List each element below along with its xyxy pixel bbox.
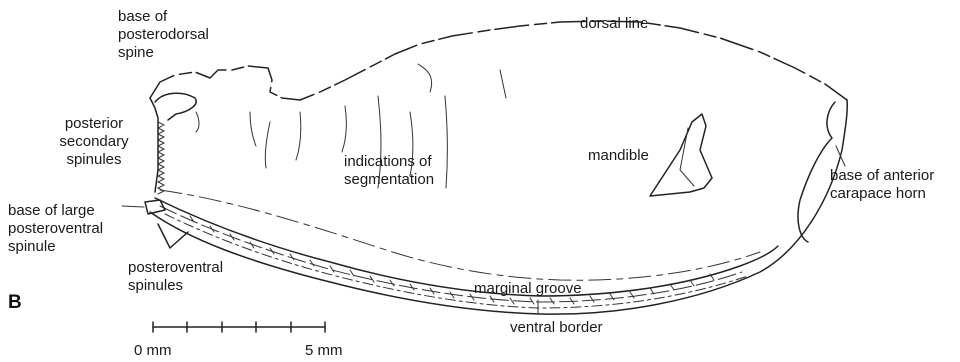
label-ventral-border: ventral border bbox=[510, 319, 603, 337]
label-base-large-posteroventral-spinule: base of large posteroventral spinule bbox=[8, 202, 103, 256]
scale-bar bbox=[153, 322, 325, 332]
inner-ventral-line bbox=[160, 190, 760, 280]
scale-start-label: 0 mm bbox=[134, 342, 172, 360]
scale-end-label: 5 mm bbox=[305, 342, 343, 360]
marginal-groove-line3 bbox=[165, 214, 748, 308]
label-dorsal-line: dorsal line bbox=[580, 15, 648, 33]
posterior-margin bbox=[150, 98, 158, 192]
posterodorsal-spine-base bbox=[155, 93, 196, 120]
label-marginal-groove: marginal groove bbox=[474, 280, 582, 298]
posteroventral-spinules bbox=[158, 224, 188, 248]
label-base-posterodorsal-spine: base of posterodorsal spine bbox=[118, 8, 240, 62]
mandible bbox=[650, 114, 712, 196]
ventral-hatching bbox=[190, 216, 714, 304]
label-mandible: mandible bbox=[588, 147, 649, 165]
label-base-anterior-carapace-horn: base of anterior carapace horn bbox=[830, 167, 934, 203]
posterior-secondary-spinules bbox=[158, 122, 164, 194]
panel-label: B bbox=[8, 292, 22, 314]
dorsal-outline bbox=[150, 21, 847, 100]
label-posterior-secondary-spinules: posterior secondary spinules bbox=[54, 115, 134, 169]
label-indications-of-segmentation: indications of segmentation bbox=[344, 153, 434, 189]
label-posteroventral-spinules: posteroventral spinules bbox=[128, 259, 223, 295]
marginal-groove-outer bbox=[155, 198, 778, 296]
